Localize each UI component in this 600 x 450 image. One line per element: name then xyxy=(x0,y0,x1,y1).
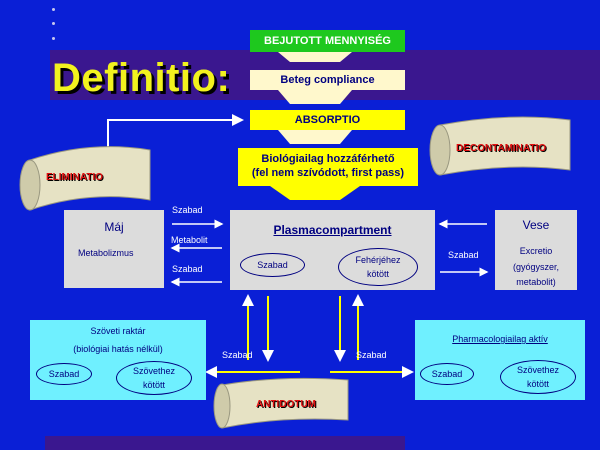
pharma-kotott-oval: Szövethez kötött xyxy=(500,360,576,394)
label-metabolit: Metabolit xyxy=(171,235,208,245)
eliminatio-label: ELIMINATIO xyxy=(46,172,104,183)
label-szabad-bottom: Szabad xyxy=(172,264,203,274)
label-bottom-right: Szabad xyxy=(356,350,387,360)
decontaminatio-pipe xyxy=(429,116,571,176)
bullet-dot xyxy=(52,8,55,11)
flow-chevron xyxy=(270,186,360,200)
szoveti-title: Szöveti raktár xyxy=(90,326,146,336)
flow-chevron xyxy=(278,130,352,144)
pharma-kotott-line1: Szövethez xyxy=(516,364,560,375)
bottom-band xyxy=(45,436,405,450)
vese-box: Vese Excretio (gyógyszer, metabolit) xyxy=(495,210,577,290)
antidotum-label: ANTIDOTUM xyxy=(256,399,316,410)
bullet-dot xyxy=(52,37,55,40)
flow-chevron xyxy=(278,52,352,62)
feherje-line2: kötött xyxy=(366,269,389,279)
bio-line1: Biológiailag hozzáférhető xyxy=(261,153,395,166)
step-compliance: Beteg compliance xyxy=(250,70,405,90)
pharma-szabad-oval: Szabad xyxy=(420,363,474,385)
plasma-title: Plasmacompartment xyxy=(273,223,392,237)
szoveti-szabad-oval: Szabad xyxy=(36,363,92,385)
antidotum-pipe xyxy=(213,377,349,429)
bullet-dot xyxy=(52,22,55,25)
szoveti-kotott-line2: kötött xyxy=(142,380,165,390)
vese-title: Vese xyxy=(522,218,550,232)
vese-line3: metabolit) xyxy=(516,277,556,287)
label-bottom-left: Szabad xyxy=(222,350,253,360)
decontaminatio-label: DECONTAMINATIO xyxy=(456,143,547,154)
eliminatio-pipe xyxy=(19,146,151,211)
szoveti-kotott-line1: Szövethez xyxy=(132,365,176,376)
pharma-box: Pharmacologiailag aktív xyxy=(415,320,585,400)
step-bejutott: BEJUTOTT MENNYISÉG xyxy=(250,30,405,52)
flow-chevron xyxy=(278,90,352,104)
vese-line2: (gyógyszer, xyxy=(512,262,560,272)
feherje-line1: Fehérjéhez xyxy=(355,254,401,265)
vese-line1: Excretio xyxy=(519,246,553,256)
pharma-kotott-line2: kötött xyxy=(526,379,549,389)
step-biologiailag: Biológiailag hozzáférhető (fel nem szívó… xyxy=(238,148,418,186)
maj-title: Máj xyxy=(104,220,124,234)
pharma-title: Pharmacologiailag aktív xyxy=(452,334,548,344)
maj-subtitle: Metabolizmus xyxy=(78,248,134,258)
step-absorptio: ABSORPTIO xyxy=(250,110,405,130)
label-vese-szabad: Szabad xyxy=(448,250,479,260)
page-title: Definitio: xyxy=(52,56,231,100)
label-szabad-top: Szabad xyxy=(172,205,203,215)
szoveti-subtitle: (biológiai hatás nélkül) xyxy=(73,344,163,354)
szoveti-kotott-oval: Szövethez kötött xyxy=(116,361,192,395)
maj-box: Máj Metabolizmus xyxy=(64,210,164,288)
eliminatio-connector xyxy=(107,114,244,150)
plasma-szabad-oval: Szabad xyxy=(240,253,305,277)
bio-line2: (fel nem szívódott, first pass) xyxy=(251,167,405,179)
plasma-feherje-oval: Fehérjéhez kötött xyxy=(338,248,418,286)
